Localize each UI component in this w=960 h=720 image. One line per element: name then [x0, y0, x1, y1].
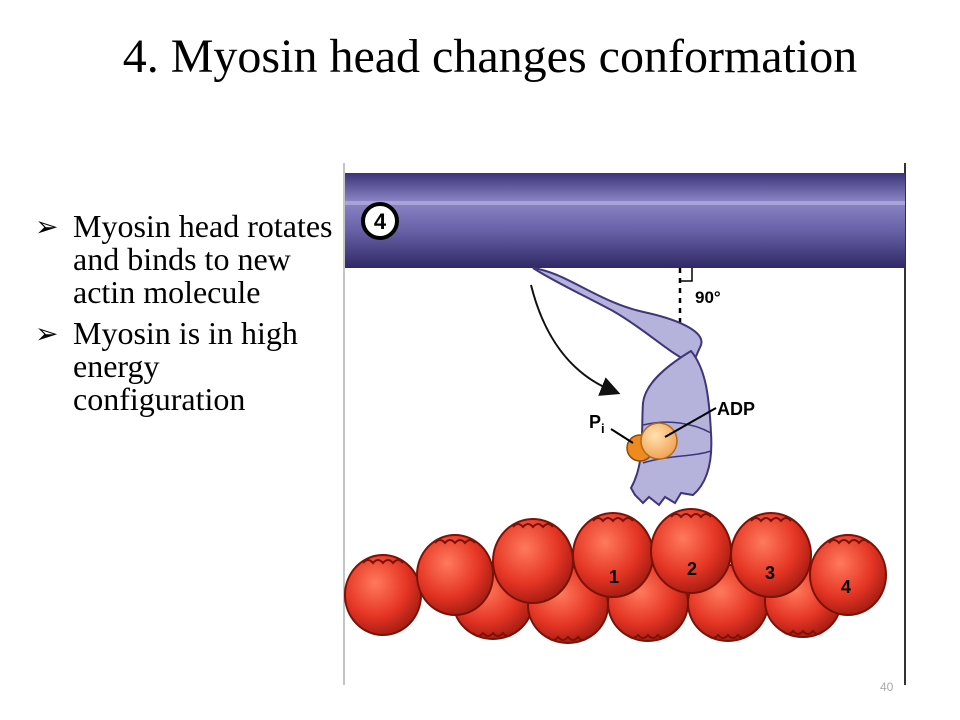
- actin-label-4: 4: [841, 577, 851, 597]
- actin-monomer-3: [730, 512, 812, 598]
- step-number-badge: 4: [361, 202, 399, 240]
- pi-label-line: [610, 428, 634, 444]
- angle-label: 90°: [695, 288, 721, 307]
- actin-monomer: [344, 554, 422, 636]
- bullet-text: Myosin head rotates and binds to new act…: [73, 208, 333, 310]
- adp-molecule: [640, 422, 678, 460]
- pi-label: Pi: [589, 412, 605, 436]
- actin-front-row: [344, 508, 887, 636]
- head-band: [642, 450, 712, 464]
- thick-filament: [345, 173, 905, 268]
- actin-monomer: [492, 518, 574, 604]
- page-number: 40: [880, 680, 894, 694]
- bullet-item: ➢ Myosin head rotates and binds to new a…: [35, 210, 335, 309]
- rotation-arrow: [530, 284, 621, 396]
- actin-label-1: 1: [609, 567, 619, 587]
- actin-monomer-4: [809, 534, 887, 616]
- actin-monomer: [416, 534, 494, 616]
- bullet-list: ➢ Myosin head rotates and binds to new a…: [35, 210, 335, 424]
- actin-label-2: 2: [687, 559, 697, 579]
- myosin-actin-diagram: 4 90° ADP Pi: [343, 163, 906, 685]
- pi-subscript: i: [601, 421, 605, 436]
- slide-title: 4. Myosin head changes conformation: [122, 30, 858, 83]
- right-angle-mark: [680, 268, 693, 282]
- actin-monomer-2: [650, 508, 732, 594]
- step-number: 4: [374, 209, 387, 234]
- head-band: [642, 421, 712, 434]
- myosin-neck: [532, 267, 703, 365]
- bullet-text: Myosin is in high energy configuration: [73, 315, 298, 417]
- actin-label-3: 3: [765, 563, 775, 583]
- bullet-item: ➢ Myosin is in high energy configuration: [35, 317, 335, 416]
- arrow-bullet-icon: ➢: [35, 317, 59, 350]
- actin-binding-sites: [362, 513, 870, 641]
- adp-label-line: [664, 407, 717, 438]
- arrow-bullet-icon: ➢: [35, 210, 59, 243]
- adp-label: ADP: [717, 399, 755, 419]
- pi-letter: P: [589, 412, 601, 432]
